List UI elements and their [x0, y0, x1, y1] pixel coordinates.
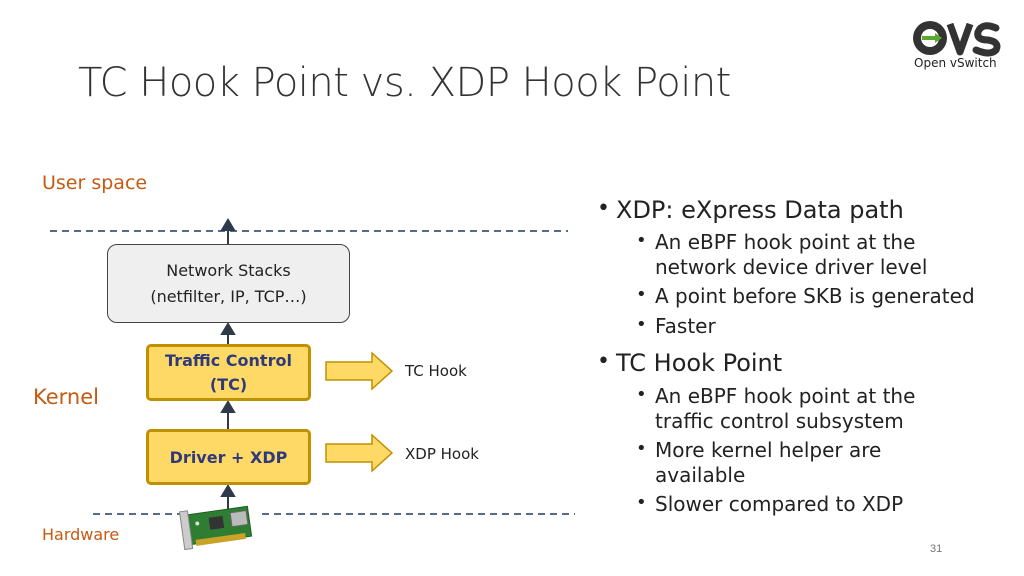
bullet-dot: •: [597, 349, 610, 374]
tc-hook-label: TC Hook: [405, 362, 467, 380]
sub-bullet-dot: •: [636, 492, 647, 513]
hardware-label: Hardware: [42, 525, 120, 544]
bullet-xdp: XDP: eXpress Data path: [616, 196, 904, 224]
network-stacks-line1: Network Stacks: [166, 260, 291, 280]
page-number: 31: [930, 543, 943, 555]
tc-hook-arrow: [325, 351, 394, 391]
sub-bullet-xdp-2: A point before SKB is generated: [655, 284, 975, 308]
sub-bullet-tc-2: More kernel helper are available: [655, 438, 881, 488]
ovs-logo-icon: [913, 21, 1001, 57]
xdp-hook-label: XDP Hook: [405, 445, 479, 463]
sub-bullet-xdp-1: An eBPF hook point at the network device…: [655, 230, 927, 280]
traffic-control-box: Traffic Control (TC): [146, 344, 311, 401]
sub-bullet-dot: •: [636, 384, 647, 405]
sub-bullet-dot: •: [636, 230, 647, 251]
xdp-hook-arrow: [325, 433, 394, 473]
kernel-label: Kernel: [33, 385, 99, 409]
traffic-control-line1: Traffic Control: [165, 350, 292, 370]
driver-xdp-box: Driver + XDP: [146, 429, 311, 485]
nic-card-image: [178, 505, 253, 551]
sub-bullet-xdp-1-line1: An eBPF hook point at the: [655, 230, 916, 254]
sub-bullet-dot: •: [636, 314, 647, 335]
bullet-tc: TC Hook Point: [616, 349, 783, 377]
sub-bullet-xdp-1-line2: network device driver level: [655, 255, 928, 279]
user-space-label: User space: [42, 172, 148, 194]
network-stacks-box: Network Stacks (netfilter, IP, TCP…): [107, 244, 350, 323]
network-stacks-line2: (netfilter, IP, TCP…): [150, 286, 307, 306]
sub-bullet-tc-1-line1: An eBPF hook point at the: [655, 384, 916, 408]
sub-bullet-xdp-3: Faster: [655, 314, 716, 338]
logo-name: Open vSwitch: [914, 56, 997, 70]
sub-bullet-tc-1-line2: traffic control subsystem: [655, 409, 904, 433]
traffic-control-line2: (TC): [209, 374, 248, 394]
sub-bullet-dot: •: [636, 438, 647, 459]
driver-xdp-label: Driver + XDP: [169, 447, 288, 467]
sub-bullet-tc-2-line1: More kernel helper are: [655, 438, 882, 462]
slide-title: TC Hook Point vs. XDP Hook Point: [78, 60, 731, 106]
sub-bullet-tc-1: An eBPF hook point at the traffic contro…: [655, 384, 915, 434]
sub-bullet-dot: •: [636, 284, 647, 305]
bullet-dot: •: [597, 196, 610, 221]
sub-bullet-tc-2-line2: available: [655, 463, 746, 487]
sub-bullet-tc-3: Slower compared to XDP: [655, 492, 904, 516]
